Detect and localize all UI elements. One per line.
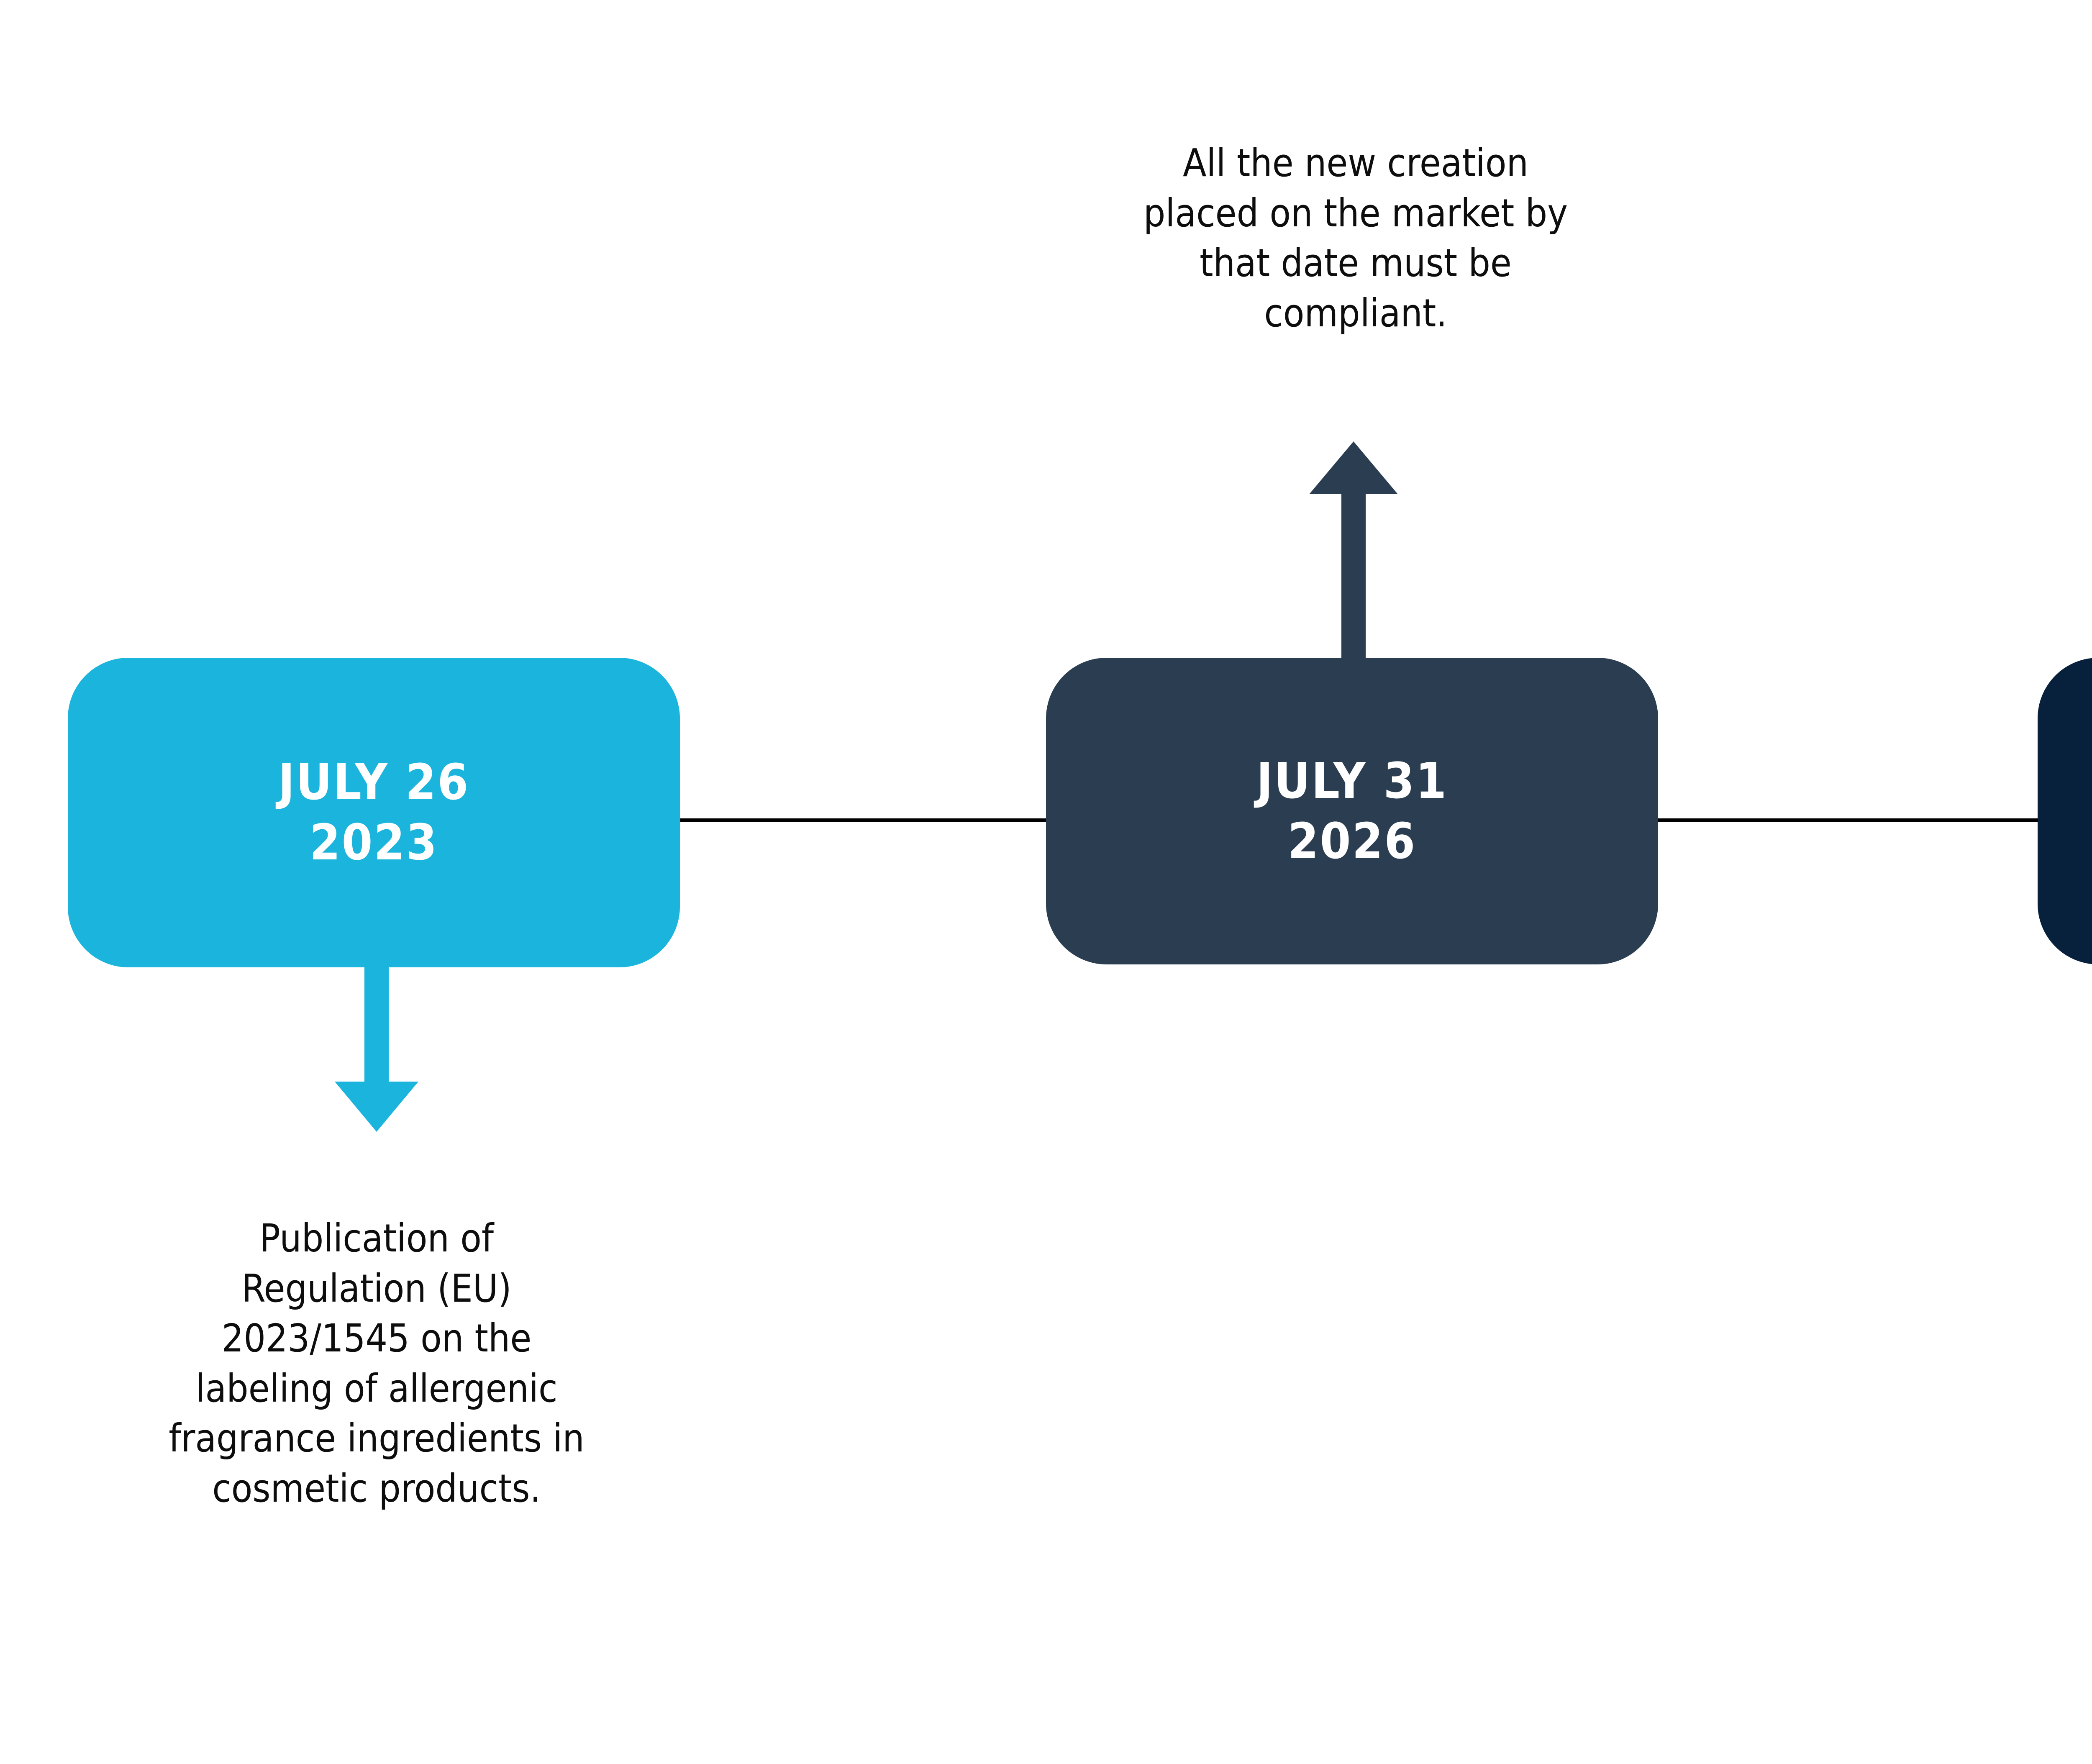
milestone-box-2028[interactable]: JULY 31 2028 [2038,658,2092,964]
connector-line-1-2 [669,818,1059,822]
caption-2028: Withdrawal from the market of non-compli… [2021,1213,2092,1364]
caption-2026: All the new creation placed on the marke… [1143,141,1568,336]
milestone-2026-date-year: 2026 [1287,812,1417,870]
milestone-2023-date-day: JULY 26 [278,753,470,811]
arrow-shaft [1341,492,1366,664]
milestone-box-2026[interactable]: JULY 31 2026 [1046,658,1658,964]
arrow-up-2026-icon [1310,441,1397,664]
milestone-2023-date-year: 2023 [309,813,438,871]
caption-2023: Publication of Regulation (EU) 2023/1545… [169,1216,585,1511]
arrow-head [1310,441,1397,494]
arrow-head [335,1082,418,1132]
milestone-box-2023[interactable]: JULY 26 2023 [68,658,680,967]
arrow-shaft [364,962,389,1084]
connector-line-2-3 [1646,818,2048,822]
arrow-down-2023-icon [335,962,418,1132]
milestone-2026-date-day: JULY 31 [1256,751,1448,810]
